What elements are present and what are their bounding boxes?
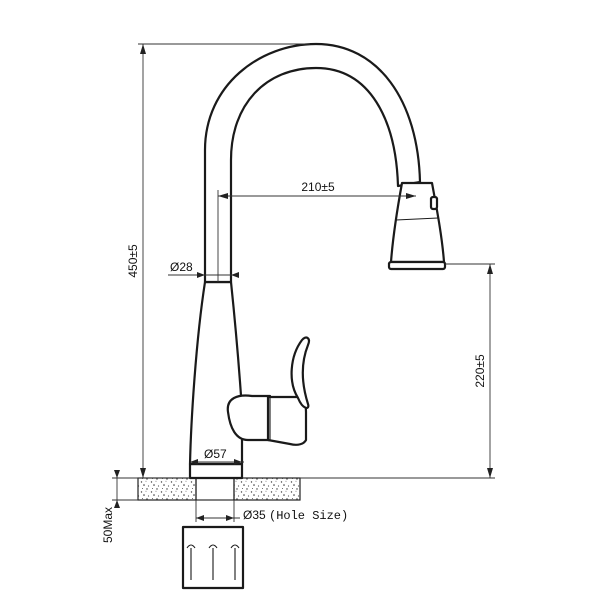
dimension-hole-note: (Hole Size): [269, 509, 348, 523]
lever-handle: [226, 336, 310, 446]
dimension-hole-diameter: Ø35 (Hole Size): [195, 500, 348, 523]
dimension-spout-clearance: 220±5: [300, 263, 495, 479]
dimension-reach-label: 210±5: [301, 180, 335, 194]
countertop-right: [233, 477, 301, 501]
dimension-base-diameter: Ø57: [190, 447, 244, 465]
dimension-spout-diameter-label: Ø28: [170, 260, 193, 274]
dimension-deck-thickness: 50Max: [101, 470, 138, 543]
faucet-body: [188, 280, 244, 466]
countertop: [137, 477, 301, 501]
dimension-deck-thickness-label: 50Max: [101, 507, 115, 543]
dimension-total-height-label: 450±5: [126, 244, 140, 278]
dimension-spout-clearance-label: 220±5: [473, 354, 487, 388]
countertop-left: [137, 477, 197, 501]
gooseneck-spout: [203, 42, 422, 284]
spray-head: [387, 181, 447, 271]
dimension-base-diameter-label: Ø57: [204, 447, 227, 461]
dimension-reach: 210±5: [217, 180, 416, 282]
dimension-total-height: 450±5: [126, 43, 310, 479]
dimension-hole-diameter-label: Ø35: [243, 508, 266, 522]
mounting-shank: [181, 477, 245, 590]
dimension-spout-diameter: Ø28: [168, 260, 239, 278]
faucet-base-ring: [188, 462, 244, 480]
